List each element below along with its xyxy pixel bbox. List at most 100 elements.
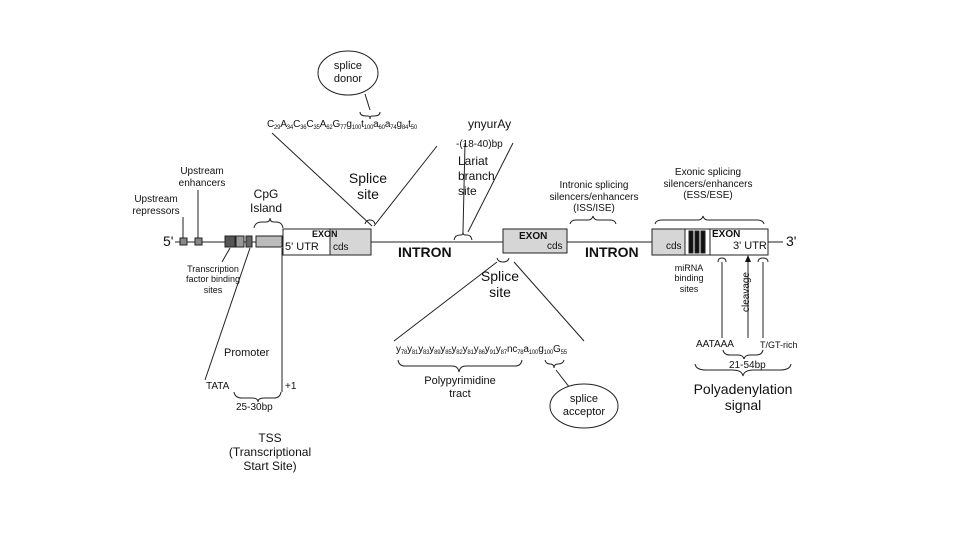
splice-acceptor-bubble: [549, 383, 619, 429]
donor-left-diagonal: [271, 132, 373, 227]
donor-base: C: [293, 119, 301, 130]
splice-acceptor-sequence: y78y81y83y89y85y82y81y86y91y87nc78a100g1…: [396, 344, 567, 357]
acceptor-base: a: [523, 344, 529, 355]
acceptor-frequency: 78: [517, 350, 524, 356]
donor-frequency: 84: [401, 125, 409, 131]
upstream-repressor-box: [179, 237, 188, 246]
cpg-brace: [253, 217, 284, 229]
branch-distance-label: -(18-40)bp: [456, 139, 503, 150]
acceptor-bubble-pointer: [555, 369, 571, 389]
acceptor-base: g: [538, 344, 544, 355]
donor-frequency: 74: [390, 125, 397, 131]
acceptor-base: y: [462, 344, 468, 355]
acceptor-frequency: 55: [560, 350, 567, 356]
donor-base: A: [280, 119, 287, 130]
upstream-enhancer-box: [194, 237, 203, 246]
branch-label-pointer: [462, 142, 466, 233]
mirna-bar-1: [688, 230, 694, 254]
donor-base: A: [319, 119, 327, 130]
donor-frequency: 35: [313, 125, 320, 131]
exon3-label: EXON: [712, 229, 741, 240]
exon2-label: EXON: [519, 231, 548, 242]
acceptor-base: c: [512, 344, 518, 355]
exon3-utr-label: 3' UTR: [733, 240, 767, 252]
intron1-label: INTRON: [398, 244, 452, 260]
exon1-cds-label: cds: [333, 242, 349, 253]
acceptor-base: y: [484, 344, 490, 355]
exon2-cds-label: cds: [547, 241, 563, 252]
aataaa-brace: [717, 257, 727, 263]
acceptor-frequency: 81: [467, 350, 474, 356]
acceptor-base: y: [451, 344, 457, 355]
acceptor-frequency: 83: [423, 350, 430, 356]
exon3-utr-box: [709, 228, 769, 256]
exon3-cds-box: [651, 228, 686, 256]
donor-frequency: 36: [300, 125, 307, 131]
acceptor-frequency: 87: [500, 350, 507, 356]
donor-base: C: [306, 119, 314, 130]
donor-brace: [359, 111, 381, 120]
promoter-diagonal: [204, 247, 251, 381]
acceptor-frequency: 81: [411, 350, 419, 356]
gt-brace: [757, 257, 769, 263]
exon1-label: EXON: [312, 229, 338, 239]
tf-binding-block-1: [224, 235, 236, 248]
polyA-distance-label: 21-54bp: [729, 360, 766, 371]
donor-base: a: [373, 119, 379, 130]
three-prime-label: 3': [786, 233, 797, 249]
acceptor-base: y: [440, 344, 446, 355]
acceptor-frequency: 85: [445, 350, 452, 356]
acceptor-frequency: 100: [528, 350, 539, 356]
donor-frequency: 77: [340, 125, 347, 131]
acceptor-base: y: [418, 344, 423, 355]
exonic-brace: [654, 215, 765, 225]
splice-donor-bubble: [317, 50, 379, 96]
donor-right-diagonal: [373, 145, 438, 227]
mirna-bar-2: [694, 230, 700, 254]
splice-site2-brace: [496, 257, 510, 263]
mirna-bar-3: [700, 230, 706, 254]
donor-frequency: 60: [378, 125, 385, 131]
acceptor-base: y: [407, 344, 412, 355]
acceptor-base: y: [396, 344, 401, 355]
acceptor-base: y: [473, 344, 479, 355]
five-prime-label: 5': [163, 233, 174, 249]
exon3-cds-label: cds: [666, 241, 682, 252]
exon1-utr-box: [282, 228, 331, 256]
tf-binding-block-3: [245, 235, 253, 248]
donor-base: a: [384, 119, 391, 130]
acceptor-frequency: 100: [543, 350, 554, 356]
polyA-distance-brace: [722, 349, 764, 360]
plus-one-label: +1: [285, 381, 297, 392]
branch-motif-label: ynyurAy: [468, 117, 512, 131]
donor-frequency: 50: [410, 125, 417, 131]
cleavage-arrow-icon: [745, 255, 751, 262]
acceptor-left-diagonal: [393, 261, 498, 342]
branch-diagonal: [467, 142, 514, 233]
acceptor-frequency: 89: [434, 350, 441, 356]
donor-base: t: [408, 119, 411, 130]
donor-base: g: [346, 119, 352, 130]
intron2-label: INTRON: [585, 244, 639, 260]
polypyrimidine-brace: [397, 359, 523, 373]
tata-distance-label: 25-30bp: [236, 402, 273, 413]
donor-base: t: [361, 119, 364, 130]
donor-base: G: [332, 119, 341, 130]
branch-brace: [453, 231, 473, 241]
donor-frequency: 34: [286, 125, 294, 131]
